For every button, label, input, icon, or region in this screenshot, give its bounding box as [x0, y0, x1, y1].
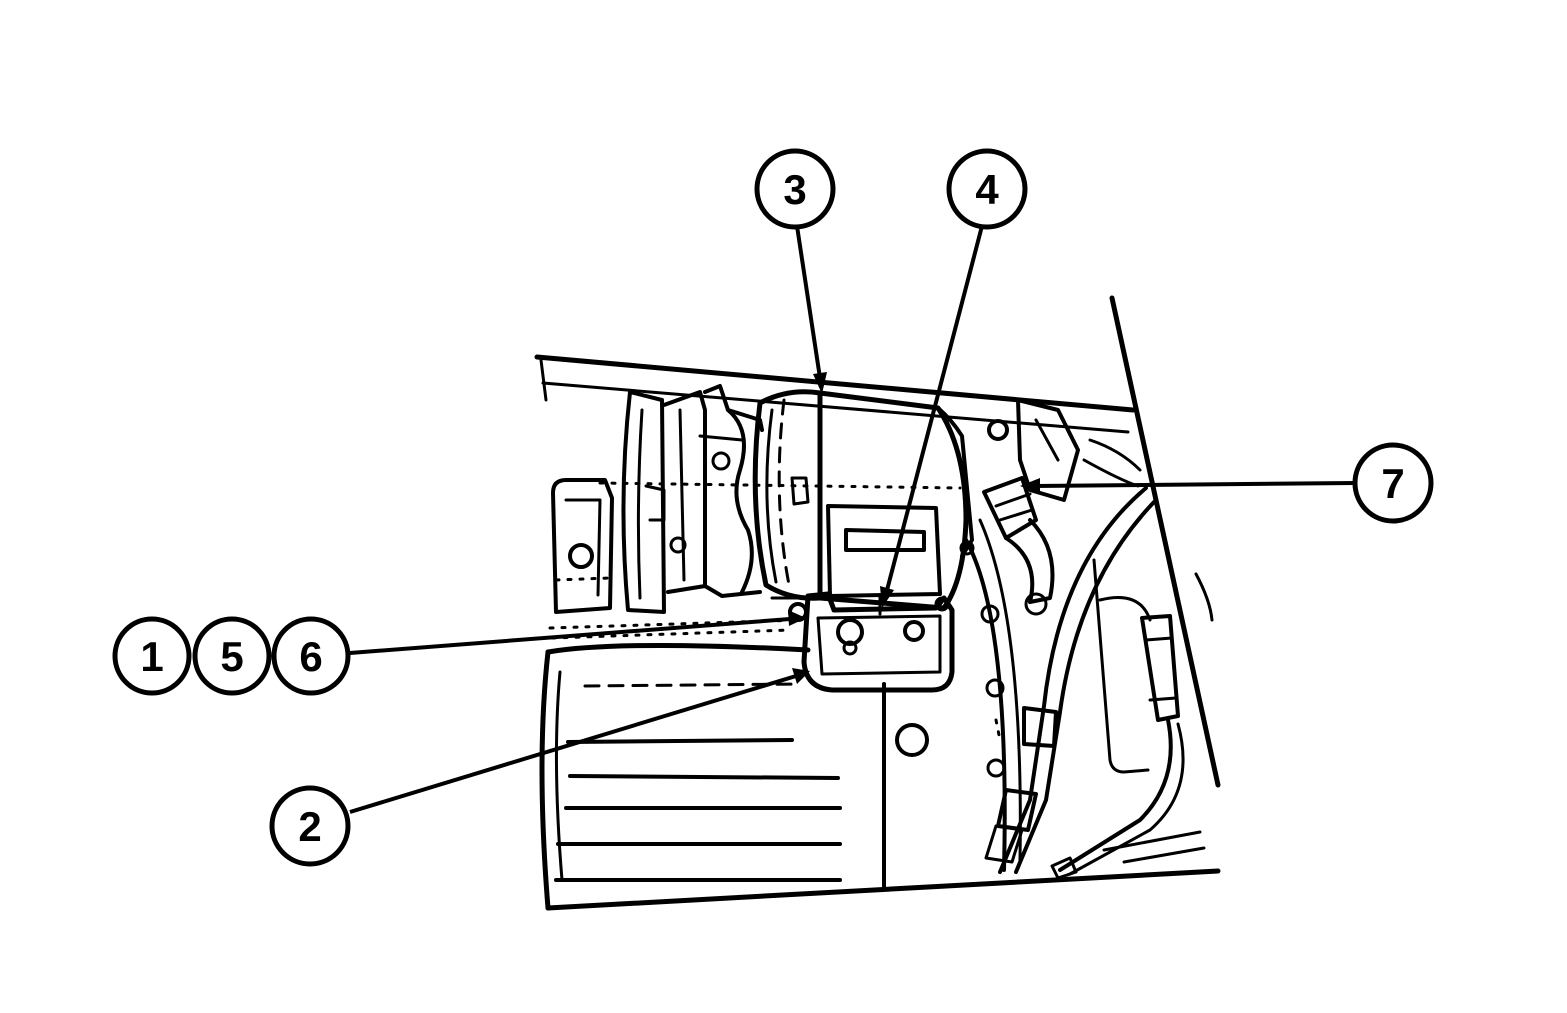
arrowhead-7 — [1020, 478, 1040, 494]
tube-outer — [998, 486, 1148, 874]
arrowhead-2 — [792, 668, 810, 684]
leader-line-1-5-6 — [349, 617, 791, 655]
housing-left-body — [662, 390, 707, 594]
upper-frame-rail-inner — [541, 381, 1130, 434]
lower-housing — [545, 642, 811, 655]
arrowhead-1-5-6 — [788, 610, 806, 626]
callout-4: 4 — [946, 148, 1028, 230]
frame-left-edge — [539, 358, 548, 402]
main-housing-front — [752, 389, 823, 601]
lower-housing-port — [895, 723, 929, 757]
arrowhead-4 — [880, 586, 894, 608]
callout-2-label: 2 — [298, 803, 321, 850]
callout-1: 1 — [112, 616, 192, 696]
leader-line-4 — [884, 225, 984, 595]
callout-7-label: 7 — [1381, 460, 1404, 507]
frame-side-line — [1109, 295, 1221, 788]
housing-mid-bolt — [711, 451, 731, 471]
data-plate — [826, 504, 942, 598]
frame-bottom-line — [545, 868, 1221, 911]
callout-6: 6 — [271, 616, 351, 696]
bolt-flange-ring — [964, 538, 1007, 872]
right-bracket — [1016, 398, 1080, 502]
component-artwork — [534, 295, 1221, 911]
inline-filter — [1140, 614, 1180, 722]
left-bracket-bolt — [568, 543, 594, 569]
tube-fitting-upper — [1022, 706, 1058, 748]
callout-3-label: 3 — [783, 166, 806, 213]
leader-lines — [349, 225, 1356, 814]
callout-5: 5 — [192, 616, 272, 696]
leader-line-2 — [349, 674, 797, 814]
leader-line-7 — [1033, 481, 1356, 488]
callout-6-label: 6 — [299, 633, 322, 680]
callout-2: 2 — [269, 785, 351, 867]
callout-3: 3 — [754, 148, 836, 230]
callout-5-label: 5 — [220, 633, 243, 680]
callout-4-label: 4 — [975, 166, 999, 213]
left-bracket — [551, 478, 614, 614]
leader-line-3 — [795, 225, 822, 379]
elbow-fitting — [982, 476, 1038, 540]
callout-group-1-5-6: 1 5 6 — [112, 616, 351, 696]
housing-left-flange — [621, 390, 666, 614]
upper-frame-rail — [534, 354, 1136, 413]
housing-left-bolt — [669, 536, 687, 554]
elbow-hose — [1004, 518, 1055, 604]
callout-7: 7 — [1352, 442, 1434, 524]
tube-inner — [1014, 498, 1158, 874]
foot-bolt-left — [836, 618, 864, 646]
mounting-foot — [801, 591, 955, 693]
foot-bolt-right — [903, 620, 925, 642]
main-housing-body — [817, 390, 969, 611]
callout-1-label: 1 — [140, 633, 163, 680]
arrowhead-3 — [813, 372, 827, 394]
